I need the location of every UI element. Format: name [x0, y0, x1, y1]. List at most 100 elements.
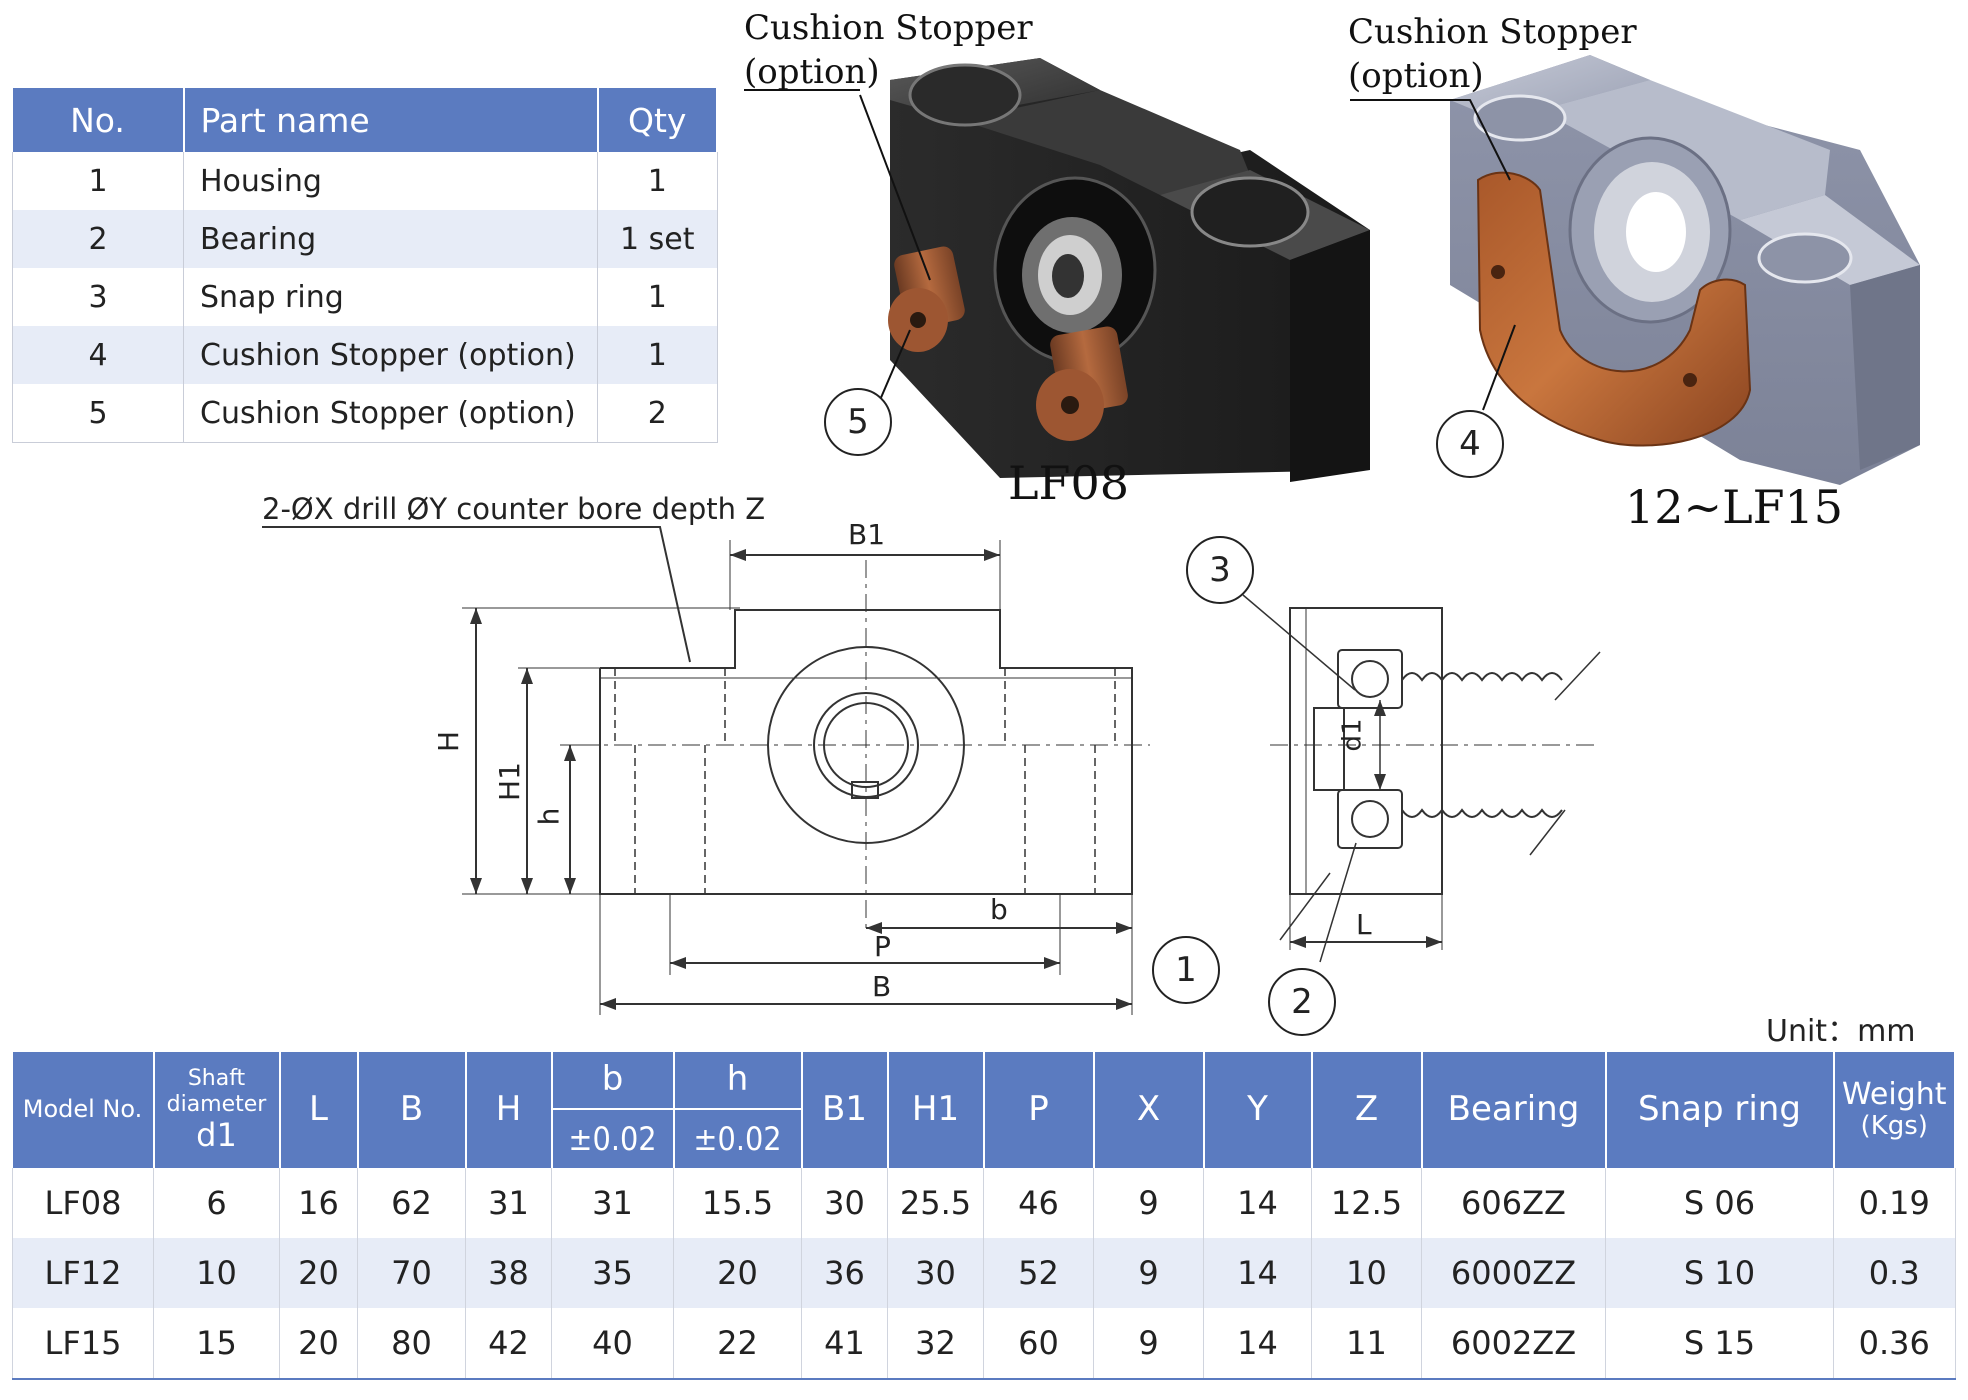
cell-b1: 36 — [801, 1238, 888, 1308]
cell-snap-ring: S 15 — [1605, 1308, 1834, 1380]
dim-label-d1: d1 — [1337, 718, 1368, 752]
header-h-large: H — [465, 1052, 553, 1168]
cell-p: 46 — [983, 1168, 1094, 1238]
spec-table: Model No. Shaft diameter d1 L B H b h B1… — [12, 1052, 1956, 1380]
table-row: 1 Housing 1 — [12, 152, 718, 210]
header-qty: Qty — [597, 88, 718, 152]
lf08-cushion-stoppers — [888, 246, 1128, 441]
right-callout-line2: (option) — [1348, 56, 1484, 96]
cell-h1: 32 — [887, 1308, 984, 1380]
cell-z: 12.5 — [1311, 1168, 1422, 1238]
cell-b1: 41 — [801, 1308, 888, 1380]
part-qty: 2 — [597, 384, 718, 443]
right-callout-label: Cushion Stopper (option) — [1348, 10, 1637, 98]
cell-h-small: 22 — [673, 1308, 802, 1380]
cell-snap-ring: S 06 — [1605, 1168, 1834, 1238]
cell-bearing: 6000ZZ — [1421, 1238, 1606, 1308]
dim-label-h-lower: h — [532, 807, 566, 826]
drill-note: 2-ØX drill ØY counter bore depth Z — [262, 492, 766, 526]
dim-label-p: P — [874, 930, 891, 963]
header-weight-line1: Weight — [1841, 1076, 1947, 1112]
callout-number-4: 4 — [1436, 410, 1504, 478]
cell-z: 10 — [1311, 1238, 1422, 1308]
lf15-housing — [1450, 55, 1920, 485]
parts-table-header: No. Part name Qty — [12, 88, 718, 152]
cell-h-large: 38 — [465, 1238, 552, 1308]
part-qty: 1 — [597, 326, 718, 384]
part-no: 3 — [12, 268, 184, 326]
left-callout-line2: (option) — [744, 52, 880, 92]
caption-lf15: 12~LF15 — [1625, 480, 1844, 534]
part-name: Housing — [183, 152, 598, 210]
cell-b-large: 70 — [357, 1238, 466, 1308]
table-row: 2 Bearing 1 set — [12, 210, 718, 268]
cell-b-large: 62 — [357, 1168, 466, 1238]
dimension-arrows — [470, 549, 1132, 1010]
part-qty: 1 — [597, 268, 718, 326]
cell-model: LF15 — [12, 1308, 154, 1380]
header-z: Z — [1311, 1052, 1423, 1168]
cell-b1: 30 — [801, 1168, 888, 1238]
header-p: P — [983, 1052, 1095, 1168]
cell-y: 14 — [1203, 1308, 1312, 1380]
unit-label: Unit：mm — [1766, 1014, 1916, 1049]
cell-snap-ring: S 10 — [1605, 1238, 1834, 1308]
part-no: 4 — [12, 326, 184, 384]
cell-weight: 0.3 — [1833, 1238, 1956, 1308]
callout-number-3: 3 — [1186, 536, 1254, 604]
cell-weight: 0.19 — [1833, 1168, 1956, 1238]
cell-bearing: 6002ZZ — [1421, 1308, 1606, 1380]
header-x: X — [1093, 1052, 1205, 1168]
dim-label-l: L — [1356, 908, 1372, 941]
cell-y: 14 — [1203, 1238, 1312, 1308]
part-name: Bearing — [183, 210, 598, 268]
cell-b-small: 40 — [551, 1308, 674, 1380]
part-qty: 1 — [597, 152, 718, 210]
cell-b-large: 80 — [357, 1308, 466, 1380]
header-bearing: Bearing — [1421, 1052, 1607, 1168]
header-shaft-line1: Shaft — [187, 1066, 246, 1092]
callout-number-5: 5 — [824, 388, 892, 456]
header-shaft: Shaft diameter d1 — [153, 1052, 281, 1168]
header-shaft-line3: d1 — [196, 1115, 237, 1154]
cell-bearing: 606ZZ — [1421, 1168, 1606, 1238]
part-name: Snap ring — [183, 268, 598, 326]
cell-b-small: 35 — [551, 1238, 674, 1308]
caption-lf08: LF08 — [1008, 456, 1129, 510]
callout-number-2: 2 — [1268, 968, 1336, 1036]
header-y: Y — [1203, 1052, 1313, 1168]
cell-model: LF12 — [12, 1238, 154, 1308]
front-view-drawing — [262, 526, 1150, 1015]
dim-label-h1: H1 — [492, 762, 526, 801]
part-no: 5 — [12, 384, 184, 443]
dim-label-h-upper: H — [432, 730, 466, 753]
cell-x: 9 — [1093, 1308, 1204, 1380]
header-no: No. — [12, 88, 185, 152]
cell-d1: 10 — [153, 1238, 280, 1308]
left-callout-label: Cushion Stopper (option) — [744, 6, 1033, 94]
cell-h1: 30 — [887, 1238, 984, 1308]
part-name: Cushion Stopper (option) — [183, 326, 598, 384]
dim-label-b-large: B — [872, 970, 892, 1003]
cell-l: 20 — [279, 1238, 358, 1308]
cell-x: 9 — [1093, 1168, 1204, 1238]
cell-h1: 25.5 — [887, 1168, 984, 1238]
cell-l: 20 — [279, 1308, 358, 1380]
header-b-small: b — [551, 1052, 675, 1109]
part-no: 1 — [12, 152, 184, 210]
header-part-name: Part name — [183, 88, 599, 152]
cell-h-small: 15.5 — [673, 1168, 802, 1238]
dim-label-b-small: b — [990, 893, 1008, 926]
side-dimension-arrows — [1290, 700, 1442, 948]
cell-p: 52 — [983, 1238, 1094, 1308]
header-snap-ring: Snap ring — [1605, 1052, 1835, 1168]
header-shaft-line2: diameter — [166, 1091, 267, 1117]
table-row: LF15 15 20 80 42 40 22 41 32 60 9 14 11 … — [12, 1308, 1956, 1380]
header-b1: B1 — [801, 1052, 889, 1168]
table-row: 4 Cushion Stopper (option) 1 — [12, 326, 718, 384]
header-b-tolerance: ±0.02 — [551, 1108, 675, 1168]
cell-model: LF08 — [12, 1168, 154, 1238]
table-row: LF12 10 20 70 38 35 20 36 30 52 9 14 10 … — [12, 1238, 1956, 1308]
right-callout-line1: Cushion Stopper — [1348, 12, 1637, 52]
